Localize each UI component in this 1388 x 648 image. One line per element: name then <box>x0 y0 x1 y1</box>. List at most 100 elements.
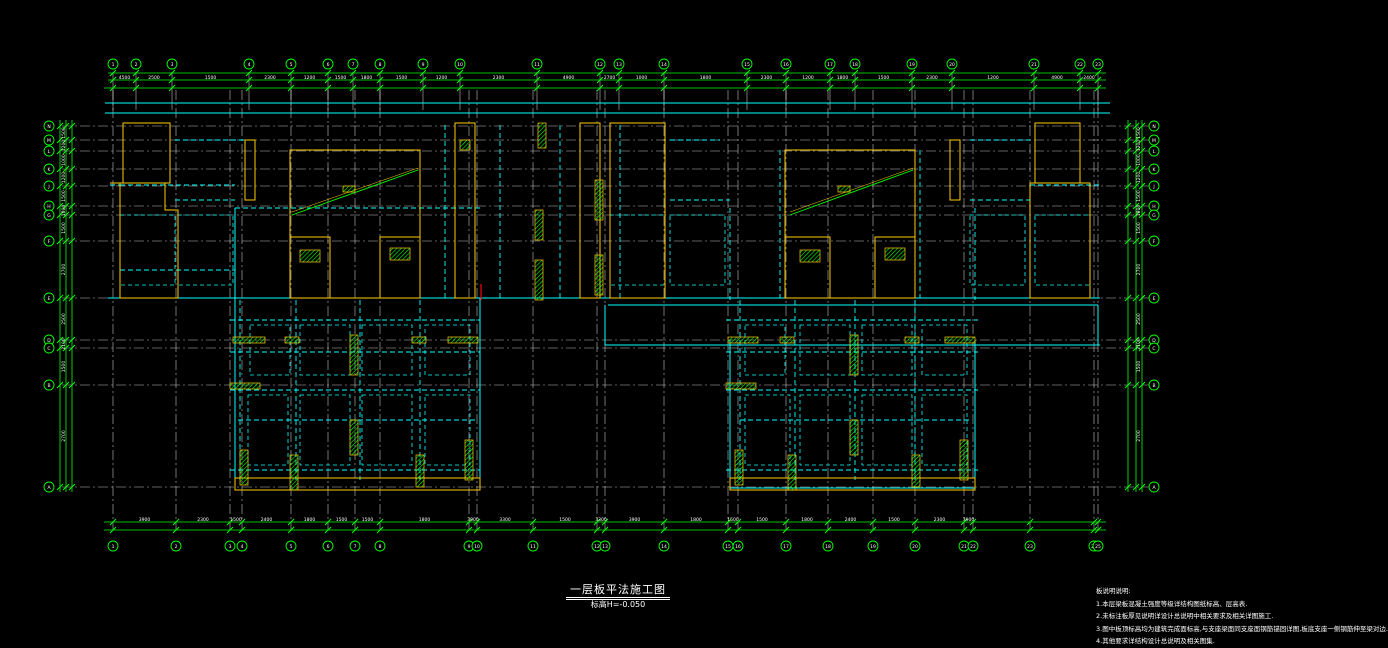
shear-wall-hatch <box>837 185 851 193</box>
dimension-tick <box>1124 147 1132 155</box>
shear-wall-hatches <box>229 122 976 491</box>
axis-bubble-label: J <box>1152 184 1154 190</box>
slab-panel <box>861 324 913 376</box>
dimension-tick <box>62 381 70 389</box>
dimension-tick <box>826 76 834 84</box>
axis-bubble-label: 23 <box>1095 62 1101 68</box>
dimension-label: 1500 <box>396 75 408 81</box>
axis-bubble <box>349 540 361 552</box>
structural-notes: 板说明说明: 1.本层梁板混凝土强度等级详结构图纸标高、层高表. 2.未标注板厚… <box>1096 585 1388 648</box>
dimension-tick <box>324 518 332 526</box>
dimension-tick <box>533 69 541 77</box>
shear-wall-hatch <box>779 336 795 344</box>
dimension-tick <box>68 165 76 173</box>
dimension-tick <box>660 526 668 534</box>
dimension-tick <box>1094 76 1102 84</box>
dimension-tick <box>62 182 70 190</box>
dimension-label: 1500 <box>335 75 347 81</box>
slab-panel <box>424 324 471 376</box>
dimension-tick <box>465 526 473 534</box>
axis-bubble <box>822 540 834 552</box>
slab-panel <box>247 394 289 466</box>
dimension-tick <box>376 518 384 526</box>
dimension-tick <box>1094 518 1102 526</box>
axis-bubble-label: H <box>1152 204 1155 210</box>
dimension-label: 1800 <box>361 75 373 81</box>
axis-bubble <box>43 292 55 304</box>
axis-bubble-label: 7 <box>352 62 355 68</box>
axis-bubble <box>285 540 297 552</box>
dimension-label: 1200 <box>802 75 814 81</box>
dimension-tick <box>911 518 919 526</box>
wall-outline <box>122 122 171 184</box>
dimension-tick <box>62 237 70 245</box>
dimension-tick <box>948 84 956 92</box>
axis-bubble <box>599 540 611 552</box>
dimension-tick <box>724 518 732 526</box>
dimension-tick <box>1138 182 1146 190</box>
dimension-label: 2500 <box>61 313 67 325</box>
shear-wall-hatch <box>299 249 321 263</box>
shear-wall-hatch <box>849 334 859 376</box>
axis-bubble <box>1148 120 1160 132</box>
dimension-tick <box>826 69 834 77</box>
axis-bubble-label: F <box>1153 239 1156 245</box>
dimension-tick <box>465 518 473 526</box>
shear-wall-hatch <box>727 336 759 344</box>
slab-panel <box>609 214 666 286</box>
dimension-label: 1500 <box>559 517 571 523</box>
dimension-tick <box>456 69 464 77</box>
dimension-tick <box>1030 69 1038 77</box>
note-item: 2.未标注板厚见说明详设计总说明中相关要求及相关详图施工. <box>1096 612 1274 620</box>
dimension-label: 4500 <box>119 75 131 81</box>
slab-panel <box>299 324 351 376</box>
dimension-tick <box>1094 526 1102 534</box>
dimension-tick <box>132 76 140 84</box>
axis-bubble <box>236 540 248 552</box>
dimension-label: 1200 <box>304 75 316 81</box>
dimension-tick <box>324 84 332 92</box>
dimension-tick <box>1138 336 1146 344</box>
dimension-tick <box>1090 526 1098 534</box>
axis-bubble-label: N <box>47 124 50 130</box>
note-item: 4.其他要求详结构设计总说明及相关图集. <box>1096 637 1215 645</box>
axis-bubble-label: M <box>47 138 51 144</box>
shear-wall-hatch <box>411 336 427 344</box>
slab-panel <box>744 324 786 376</box>
axis-bubble <box>417 58 429 70</box>
shear-wall-hatch <box>459 139 471 151</box>
axis-bubble-label: 14 <box>661 62 667 68</box>
dimension-tick <box>869 526 877 534</box>
dimension-tick <box>168 84 176 92</box>
axis-bubble <box>1148 209 1160 221</box>
dimension-tick <box>1124 136 1132 144</box>
drawing-elevation: 标高H=-0.050 <box>590 600 646 609</box>
axis-bubble-label: A <box>1152 485 1156 491</box>
dimension-tick <box>593 526 601 534</box>
axis-bubble-label: 6 <box>327 62 330 68</box>
slab-panel <box>799 324 851 376</box>
dimension-tick <box>908 69 916 77</box>
dimension-tick <box>743 69 751 77</box>
axis-bubble <box>166 58 178 70</box>
dimension-tick <box>1124 211 1132 219</box>
dimension-tick <box>473 526 481 534</box>
axis-bubble-label: 2 <box>135 62 138 68</box>
wall-outline <box>244 139 256 201</box>
axis-bubble <box>322 540 334 552</box>
dimension-tick <box>168 69 176 77</box>
dimension-tick <box>68 483 76 491</box>
axis-bubble <box>780 540 792 552</box>
dimension-label: 1500 <box>61 222 67 234</box>
dimension-label: 2400 <box>845 517 857 523</box>
dimension-tick <box>1090 518 1098 526</box>
dimension-tick <box>226 526 234 534</box>
dimension-tick <box>287 69 295 77</box>
wall-outline <box>110 182 179 299</box>
shear-wall-hatch <box>239 449 249 486</box>
axis-bubble-label: 5 <box>290 544 293 550</box>
axis-bubble <box>1148 180 1160 192</box>
dimension-tick <box>1132 136 1140 144</box>
dimension-tick <box>1138 147 1146 155</box>
